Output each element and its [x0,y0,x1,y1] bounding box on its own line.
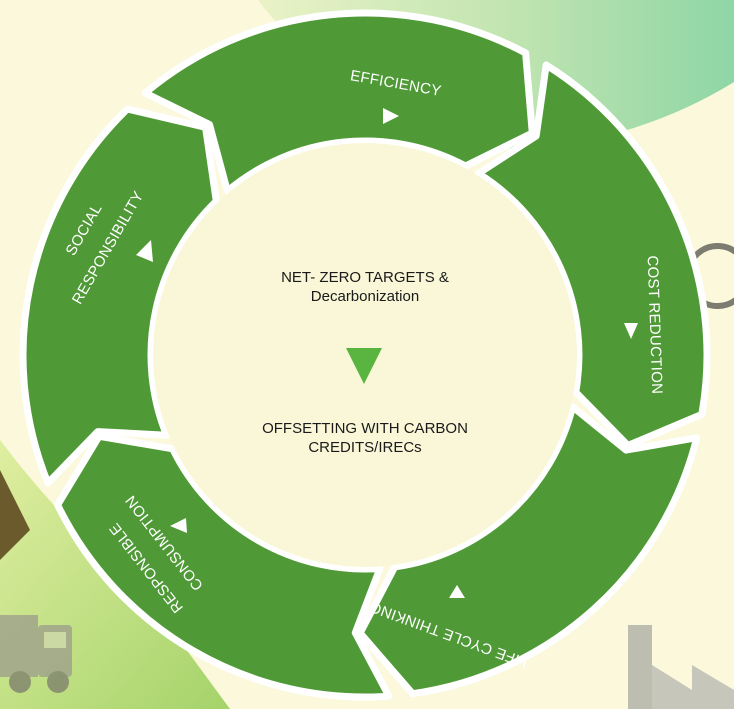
center-top-line1: NET- ZERO TARGETS & [281,269,449,286]
center-top-line2: Decarbonization [310,288,420,305]
center-bottom-text: OFFSETTING WITH CARBON CREDITS/IRECs [215,419,515,457]
center-top-text: NET- ZERO TARGETS & Decarbonization [215,268,515,306]
segment-arrow-icon [170,518,187,533]
segment-arrow-icon [136,240,153,262]
segment-arrow-icon [449,585,465,598]
center-arrow-icon [346,348,382,384]
cycle-segment-responsible-consumption [54,432,393,701]
cycle-segment-cost-reduction [474,61,711,449]
cycle-segment-social-responsibility [19,105,220,487]
segment-arrow-icon [624,323,638,339]
factory-icon [628,625,734,709]
background-brown-stripe [0,470,30,560]
cycle-ring [19,9,711,701]
truck-icon [0,615,72,693]
center-bottom-line1: OFFSETTING WITH CARBON [262,420,468,437]
cycle-segment-life-cycle-thinking [356,403,701,698]
segment-label-cost-reduction: COST REDUCTION [644,255,666,394]
cycle-segment-efficiency [141,9,536,195]
segment-arrow-icon [383,108,399,124]
center-bottom-line2: CREDITS/IRECs [308,439,422,456]
